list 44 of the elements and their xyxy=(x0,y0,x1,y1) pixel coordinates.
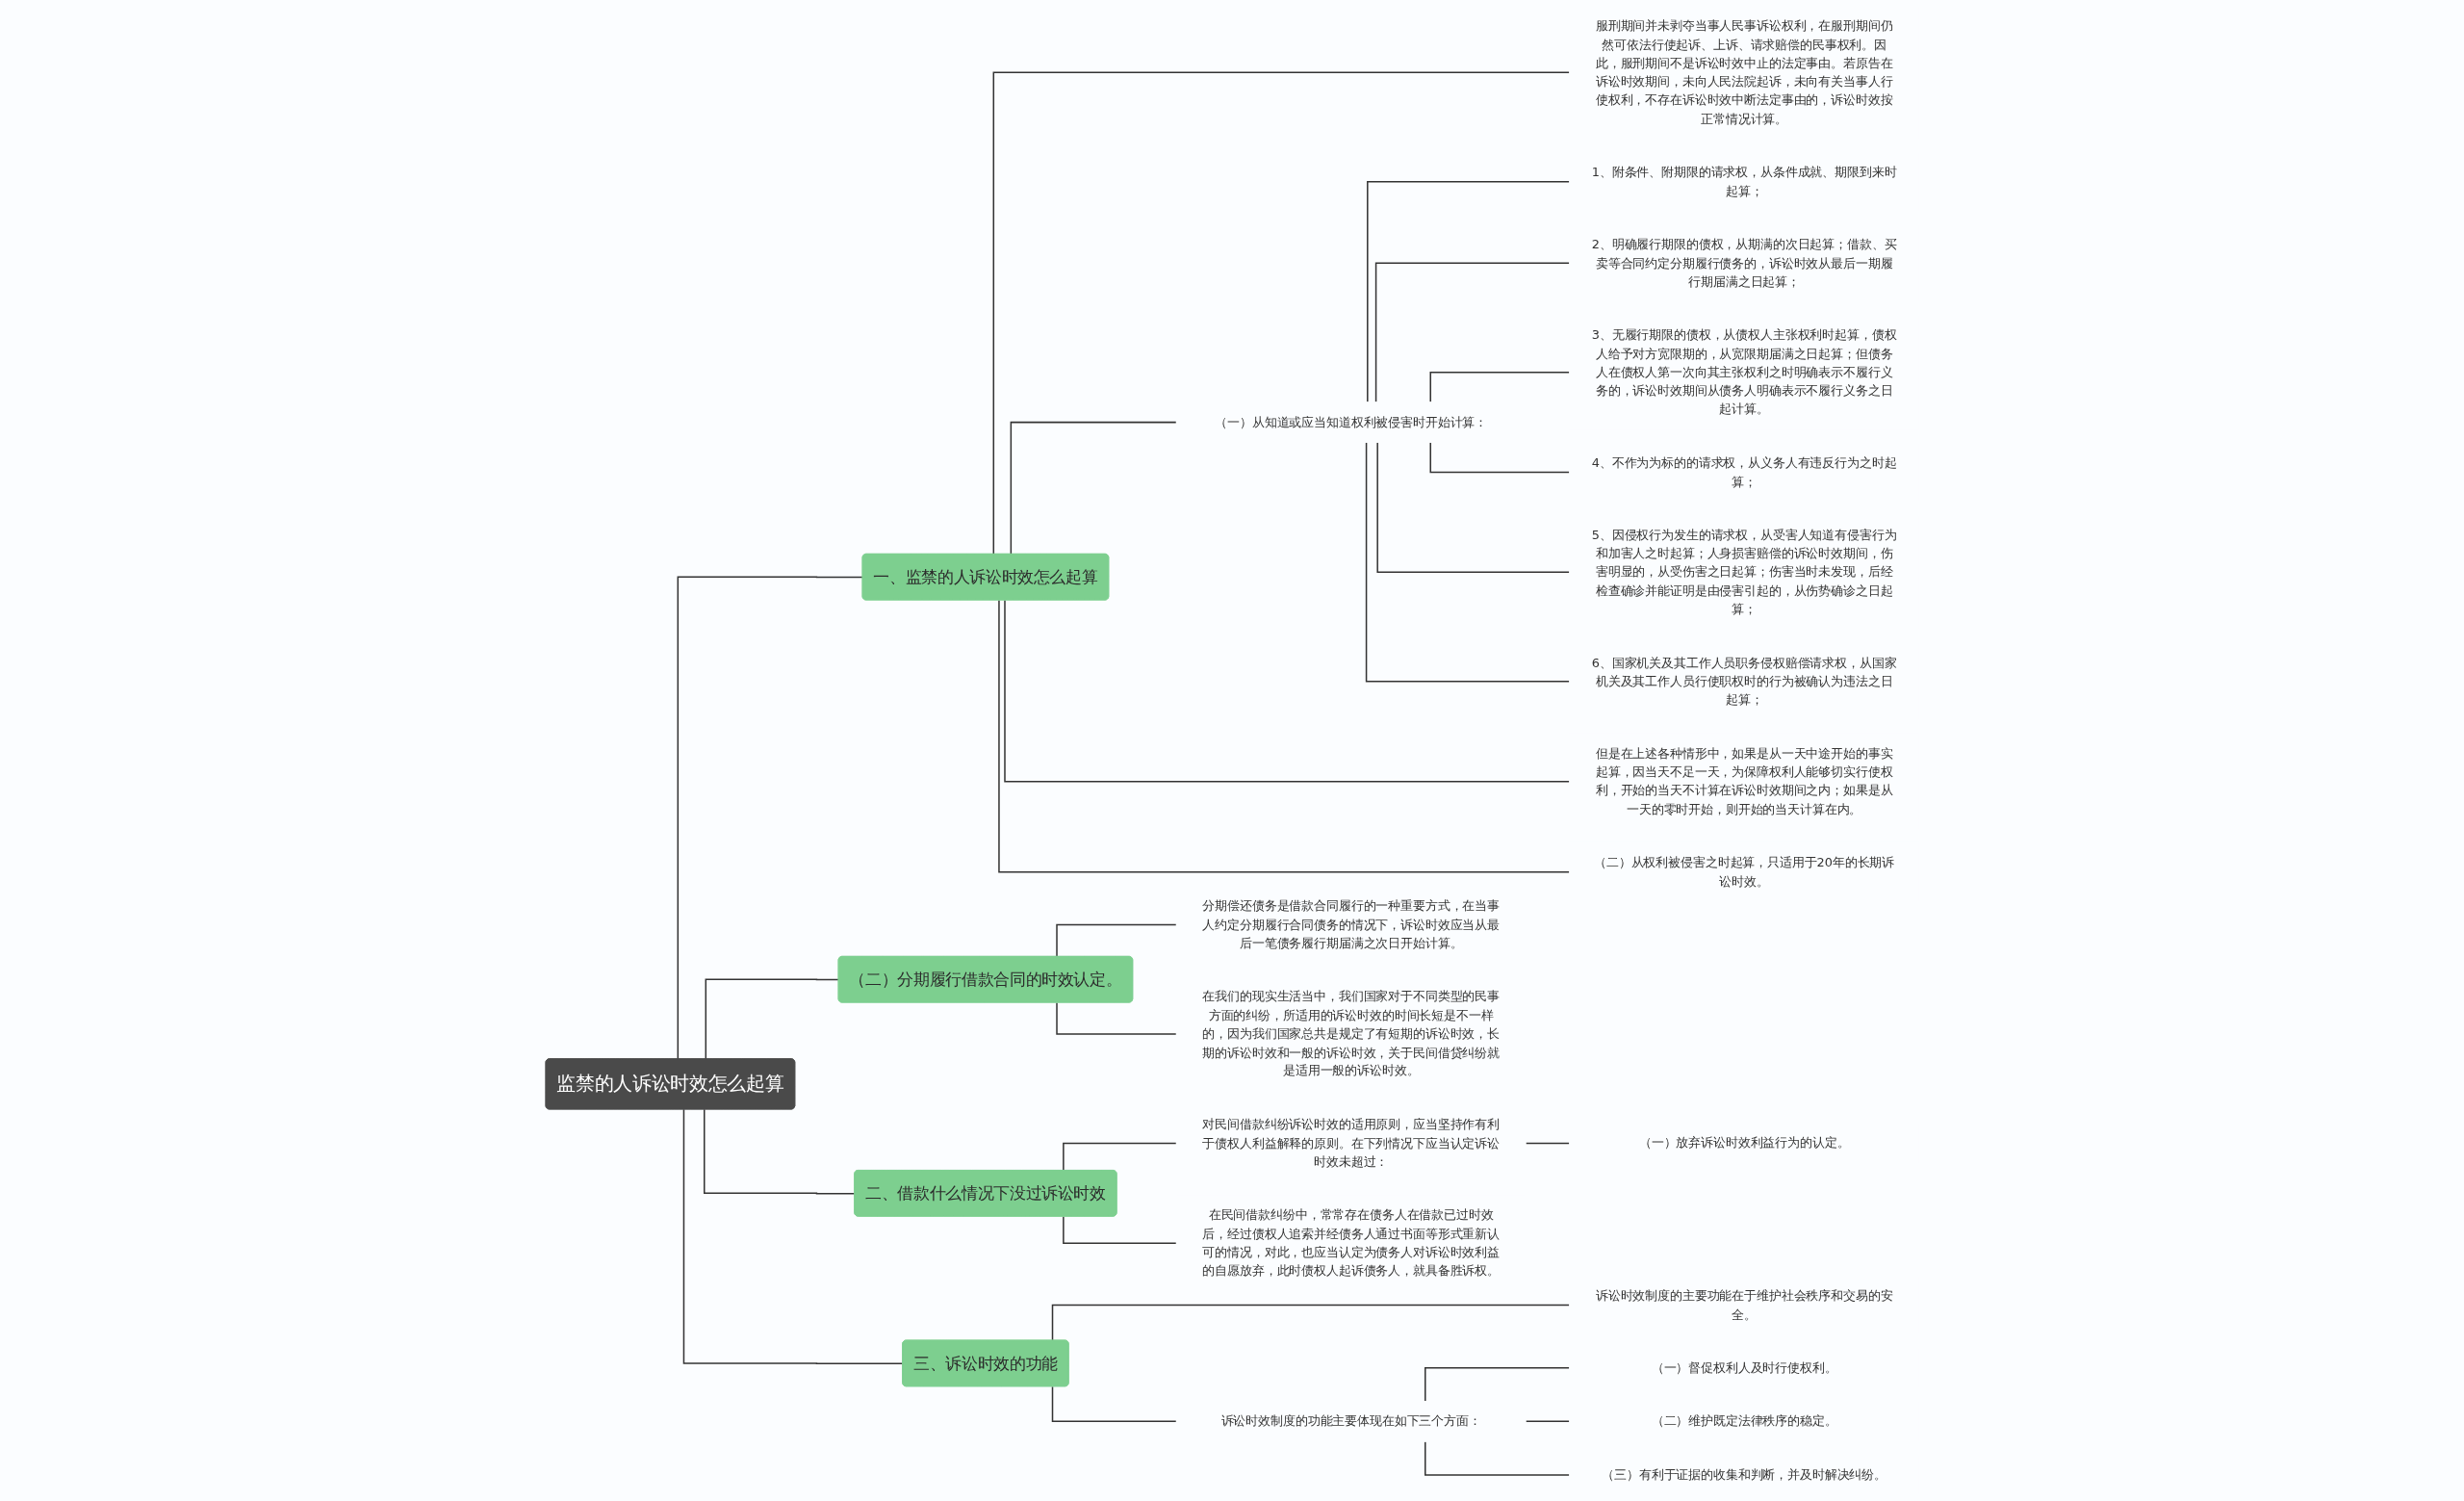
node-text: 在我们的现实生活当中，我们国家对于不同类型的民事方面的纠纷，所适用的诉讼时效的时间长短是不一样的，因为我们国家总共是规定了有短期的诉讼时效，长期的诉讼时效和一般的诉讼时效，关于民间借贷纠纷就是适用一般的诉讼时效。 xyxy=(1201,989,1500,1078)
node-text: （三）有利于证据的收集和判断，并及时解决纠纷。 xyxy=(1601,1466,1886,1482)
connector xyxy=(1051,1385,1177,1423)
node-text: （一）放弃诉讼时效利益行为的认定。 xyxy=(1638,1135,1850,1151)
node-text: （一）从知道或应当知道权利被侵害时开始计算： xyxy=(1214,414,1487,429)
connector xyxy=(1429,371,1570,403)
node-text: 6、国家机关及其工作人员职务侵权赔偿请求权，从国家机关及其工作人员行使职权时的行为被确认为违法之日起算； xyxy=(1591,655,1897,708)
connector xyxy=(1062,1142,1177,1172)
node-text: 对民间借款纠纷诉讼时效的适用原则，应当坚持作有利于债权人利益解释的原则。在下列情况下应当认定诉讼时效未超过： xyxy=(1201,1116,1500,1169)
connector xyxy=(703,1108,856,1195)
connector xyxy=(1376,441,1570,574)
node-text: 分期偿还债务是借款合同履行的一种重要方式，在当事人约定分期履行合同债务的情况下，诉讼时效应当从最后一笔债务履行期届满之次日开始计算。 xyxy=(1201,898,1500,950)
connector xyxy=(1055,923,1177,958)
connector xyxy=(1055,1001,1177,1035)
connector xyxy=(1374,262,1570,403)
connector xyxy=(1424,1367,1570,1403)
connector xyxy=(1062,1215,1177,1244)
node-text: 1、附条件、附期限的请求权，从条件成就、期限到来时起算； xyxy=(1591,164,1897,198)
connector xyxy=(992,71,1570,556)
node-text: 诉讼时效制度的功能主要体现在如下三个方面： xyxy=(1220,1413,1481,1429)
connector xyxy=(705,978,839,1060)
connector xyxy=(1003,599,1570,783)
connector xyxy=(1365,441,1570,683)
node-text: （一）督促权利人及时行使权利。 xyxy=(1651,1359,1837,1375)
connector xyxy=(1525,1420,1570,1423)
node-text: 4、不作为为标的的请求权，从义务人有违反行为之时起算； xyxy=(1591,454,1897,489)
connector xyxy=(1525,1142,1570,1145)
node-text: （二）从权利被侵害之时起算，只适用于20年的长期诉讼时效。 xyxy=(1593,855,1894,889)
node-text: 5、因侵权行为发生的请求权，从受害人知道有侵害行为和加害人之时起算；人身损害赔偿的诉讼时效期间，伤害明显的，从受伤害之日起算；伤害当时未发现，后经检查确诊并能证明是由侵害引起的，从伤势确诊之日起算； xyxy=(1591,527,1897,616)
connector xyxy=(682,1108,904,1365)
node-text: （二）维护既定法律秩序的稳定。 xyxy=(1651,1413,1837,1429)
connector xyxy=(1429,441,1570,474)
connector xyxy=(1366,180,1570,403)
connector xyxy=(1010,421,1177,556)
connector xyxy=(1051,1304,1570,1342)
connector xyxy=(1424,1440,1570,1476)
node-text: 3、无履行期限的债权，从债权人主张权利时起算，债权人给予对方宽限期的，从宽限期届满之日起算；但债务人在债权人第一次向其主张权利之时明确表示不履行义务的，诉讼时效期间从债务人明确表示不履行义务之日起计算。 xyxy=(1591,327,1897,417)
node-text: 诉讼时效制度的主要功能在于维护社会秩序和交易的安全。 xyxy=(1595,1287,1893,1322)
node-text: 2、明确履行期限的债权，从期满的次日起算；借款、买卖等合同约定分期履行债务的，诉讼时效从最后一期履行期届满之日起算； xyxy=(1591,236,1897,289)
connector xyxy=(677,576,863,1060)
node-text: 服刑期间并未剥夺当事人民事诉讼权利，在服刑期间仍然可依法行使起诉、上诉、请求赔偿的民事权利。因此，服刑期间不是诉讼时效中止的法定事由。若原告在诉讼时效期间，未向人民法院起诉，未向有关当事人行使权利，不存在诉讼时效中断法定事由的，诉讼时效按正常情况计算。 xyxy=(1595,17,1893,126)
node-text: 但是在上述各种情形中，如果是从一天中途开始的事实起算，因当天不足一天，为保障权利人能够切实行使权利，开始的当天不计算在诉讼时效期间之内；如果是从一天的零时开始，则开始的当天计算在内。 xyxy=(1595,745,1893,816)
connector xyxy=(997,599,1570,873)
node-text: 在民间借款纠纷中，常常存在债务人在借款已过时效后，经过债权人追索并经债务人通过书面等形式重新认可的情况，对此，也应当认定为债务人对诉讼时效利益的自愿放弃，此时债权人起诉债务人，就具备胜诉权。 xyxy=(1201,1207,1500,1279)
